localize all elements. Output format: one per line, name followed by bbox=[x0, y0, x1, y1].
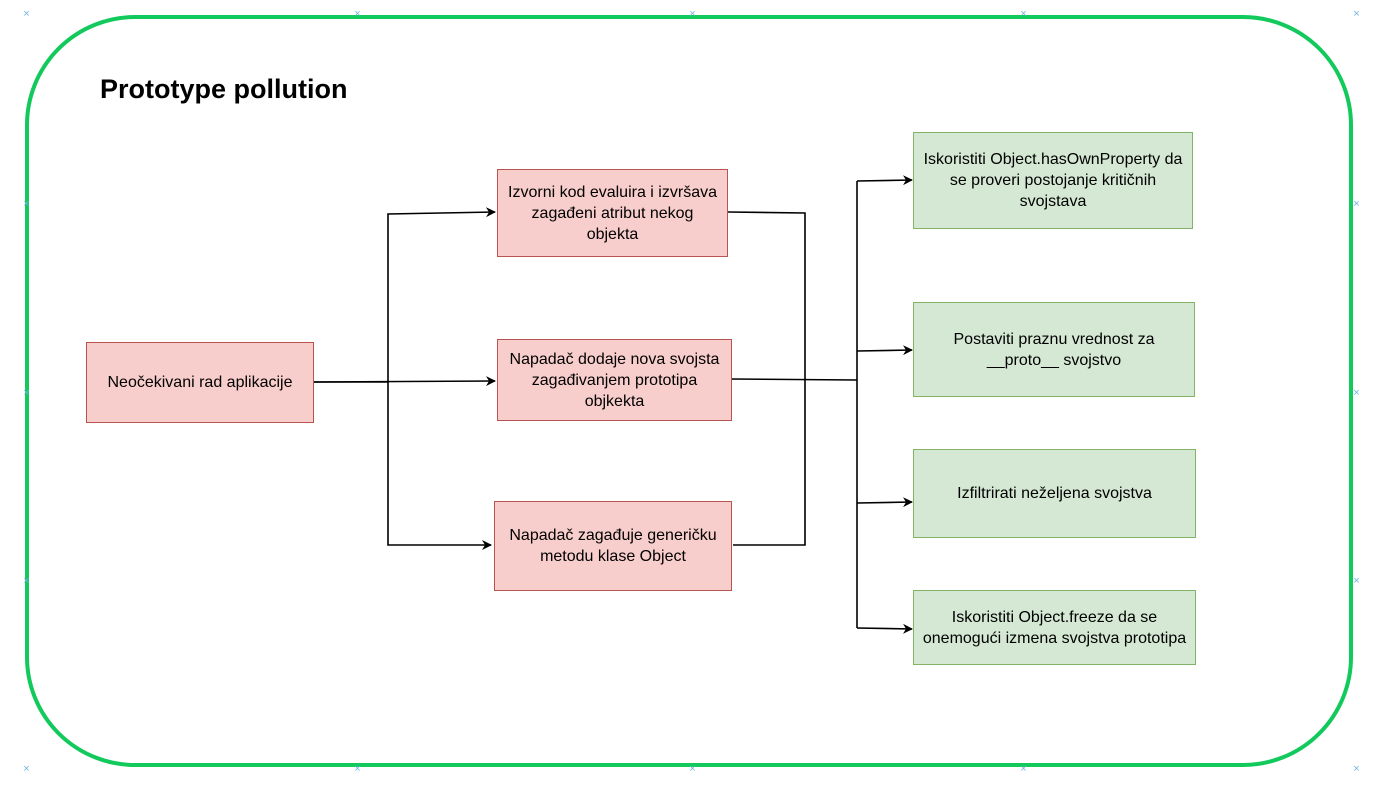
resize-handle-icon[interactable]: × bbox=[354, 763, 361, 775]
diagram-frame bbox=[25, 15, 1353, 767]
resize-handle-icon[interactable]: × bbox=[1353, 198, 1360, 210]
resize-handle-icon[interactable]: × bbox=[1353, 8, 1360, 20]
resize-handle-icon[interactable]: × bbox=[689, 763, 696, 775]
resize-handle-icon[interactable]: × bbox=[23, 575, 30, 587]
resize-handle-icon[interactable]: × bbox=[354, 8, 361, 20]
diagram-title: Prototype pollution bbox=[100, 74, 348, 104]
edge-root-cause-1 bbox=[314, 207, 496, 383]
edge-bus-mitigation-1 bbox=[856, 175, 913, 186]
edge-bus-mitigation-3 bbox=[856, 497, 913, 508]
resize-handle-icon[interactable]: × bbox=[1020, 763, 1027, 775]
resize-handle-icon[interactable]: × bbox=[23, 387, 30, 399]
edge-bus-mitigation-2 bbox=[856, 345, 913, 356]
node-mitigation-hasownproperty: Iskoristiti Object.hasOwnProperty da se … bbox=[913, 132, 1193, 229]
node-mitigation-filter-properties: Izfiltrirati neželjena svojstva bbox=[913, 449, 1196, 538]
node-cause-evaluates-polluted-attribute: Izvorni kod evaluira i izvršava zagađeni… bbox=[497, 169, 728, 257]
resize-handle-icon[interactable]: × bbox=[23, 8, 30, 20]
edge-cause-2-bus bbox=[731, 378, 858, 381]
edge-root-cause-3 bbox=[387, 382, 492, 550]
resize-handle-icon[interactable]: × bbox=[1020, 8, 1027, 20]
resize-handle-icon[interactable]: × bbox=[1353, 763, 1360, 775]
edge-root-cause-2 bbox=[313, 376, 496, 387]
node-mitigation-object-freeze: Iskoristiti Object.freeze da se onemoguć… bbox=[913, 590, 1196, 665]
resize-handle-icon[interactable]: × bbox=[689, 8, 696, 20]
node-mitigation-empty-proto: Postaviti praznu vrednost za __proto__ s… bbox=[913, 302, 1195, 397]
resize-handle-icon[interactable]: × bbox=[1353, 387, 1360, 399]
resize-handle-icon[interactable]: × bbox=[23, 198, 30, 210]
node-cause-adds-properties-via-prototype: Napadač dodaje nova svojsta zagađivanjem… bbox=[497, 339, 732, 421]
edge-bus-mitigation-4 bbox=[856, 623, 913, 634]
resize-handle-icon[interactable]: × bbox=[1353, 575, 1360, 587]
resize-handle-icon[interactable]: × bbox=[23, 763, 30, 775]
node-cause-pollutes-object-method: Napadač zagađuje generičku metodu klase … bbox=[494, 501, 732, 591]
node-unexpected-app-behavior: Neočekivani rad aplikacije bbox=[86, 342, 314, 423]
